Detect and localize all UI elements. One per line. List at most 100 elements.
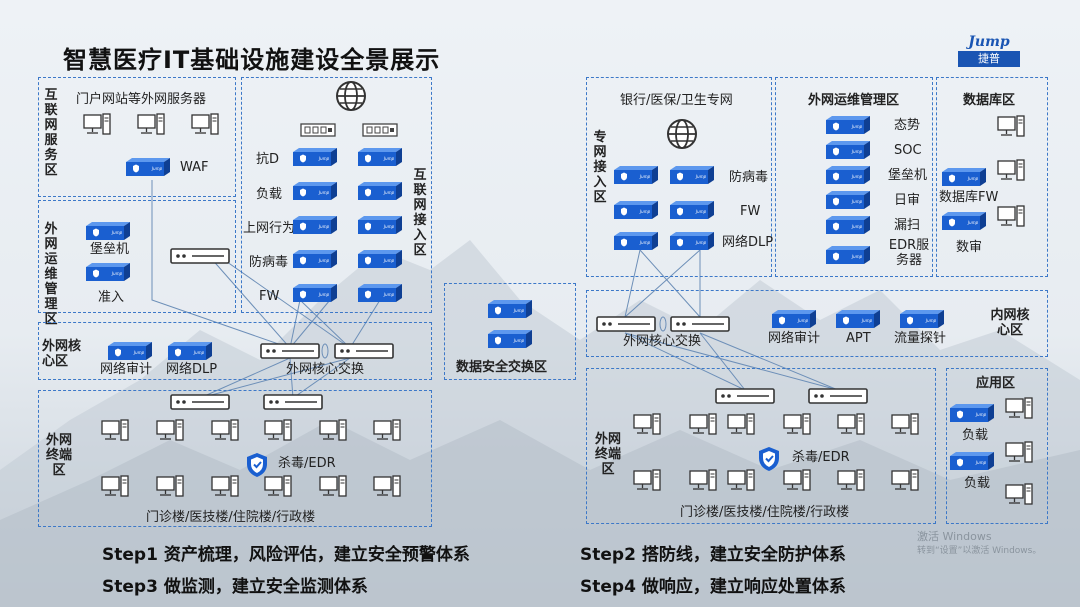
application-zone-label: 应用区 xyxy=(976,376,1016,391)
right-terminal-pc-icon xyxy=(726,412,756,442)
router-icon xyxy=(362,120,398,140)
right-buildings-label: 门诊楼/医技楼/住院楼/行政楼 xyxy=(680,505,850,520)
private-access-zone-label: 专网接入区 xyxy=(593,130,607,205)
watermark-line1: 激活 Windows xyxy=(917,530,992,543)
db-server-icon xyxy=(996,158,1026,188)
right-terminal-pc-icon xyxy=(890,412,920,442)
terminal-pc-icon xyxy=(210,474,240,504)
right-terminal-pc-icon xyxy=(632,468,662,498)
left-ops-zone xyxy=(38,200,236,313)
inner-core-switch-label: 外网核心交换 xyxy=(623,334,702,349)
windows-activation-watermark: 激活 Windows 转到“设置”以激活 Windows。 xyxy=(917,530,1041,558)
db-audit-appliance-icon xyxy=(942,212,986,230)
terminal-pc-icon xyxy=(155,418,185,448)
internet-service-zone xyxy=(38,77,236,197)
right-terminal-pc-icon xyxy=(688,468,718,498)
net-audit-label: 网络审计 xyxy=(100,362,153,377)
situation-appliance-icon xyxy=(826,116,870,134)
internet-globe-icon xyxy=(335,80,367,112)
right-terminal-pc-icon xyxy=(836,468,866,498)
inner-core-zone xyxy=(586,290,1048,357)
internet-service-zone-label: 互联网服务区 xyxy=(44,88,58,178)
firewall-label: FW xyxy=(259,289,280,304)
right-edr-shield-icon xyxy=(757,446,781,472)
edr-server-appliance-icon xyxy=(826,246,870,264)
logo-cn: 捷普 xyxy=(958,51,1020,67)
net-audit-appliance-icon xyxy=(108,342,152,360)
database-zone-label: 数据库区 xyxy=(963,93,1016,108)
private-fw-label: FW xyxy=(740,204,761,219)
nac-label: 准入 xyxy=(98,290,125,305)
apt-label: APT xyxy=(846,331,871,346)
anti-ddos-label: 抗D xyxy=(256,152,280,167)
db-fw-appliance-icon xyxy=(942,168,986,186)
left-ops-zone-label: 外网运维管理区 xyxy=(44,222,58,327)
bastion-appliance-icon xyxy=(826,166,870,184)
terminal-pc-icon xyxy=(372,418,402,448)
inner-core-switch-icon xyxy=(670,316,730,332)
right-edr-label: 杀毒/EDR xyxy=(792,450,850,465)
bastion-label: 堡垒机 xyxy=(888,168,928,183)
right-access-switch-icon xyxy=(715,388,775,404)
private-dlp-appliance-icon xyxy=(614,232,658,250)
step4-text: Step4 做响应，建立响应处置体系 xyxy=(580,577,846,597)
watermark-line2: 转到“设置”以激活 Windows。 xyxy=(917,546,1042,556)
step2-text: Step2 搭防线，建立安全防护体系 xyxy=(580,545,846,565)
firewall-appliance-icon xyxy=(358,284,402,302)
waf-label: WAF xyxy=(180,160,209,175)
behavior-mgmt-label: 上网行为 xyxy=(243,221,296,236)
terminal-pc-icon xyxy=(100,474,130,504)
terminal-pc-icon xyxy=(318,474,348,504)
apt-appliance-icon xyxy=(836,310,880,328)
anti-ddos-appliance-icon xyxy=(358,148,402,166)
portal-servers-label: 门户网站等外网服务器 xyxy=(76,92,207,107)
log-audit-label: 日审 xyxy=(894,193,921,208)
soc-appliance-icon xyxy=(826,141,870,159)
right-ops-zone-label: 外网运维管理区 xyxy=(808,93,900,108)
terminal-pc-icon xyxy=(100,418,130,448)
core-switch-label: 外网核心交换 xyxy=(286,362,365,377)
right-terminal-pc-icon xyxy=(688,412,718,442)
jump-logo: Jump 捷普 xyxy=(958,34,1020,67)
left-core-zone-label: 外网核心区 xyxy=(42,339,82,369)
core-switch-icon xyxy=(260,343,320,359)
antivirus-appliance-icon xyxy=(358,250,402,268)
db-fw-label: 数据库FW xyxy=(939,190,999,205)
nac-appliance-icon xyxy=(86,263,130,281)
edr-server-label: EDR服务器 xyxy=(888,238,930,268)
right-terminal-pc-icon xyxy=(632,412,662,442)
terminal-pc-icon xyxy=(155,474,185,504)
private-dlp-label: 网络DLP xyxy=(722,235,774,250)
load-balance-appliance-icon xyxy=(293,182,337,200)
terminal-pc-icon xyxy=(318,418,348,448)
behavior-appliance-icon xyxy=(358,216,402,234)
app-server-icon xyxy=(1004,482,1034,512)
page-title: 智慧医疗IT基础设施建设全景展示 xyxy=(63,46,441,74)
private-fw-appliance-icon xyxy=(670,201,714,219)
app-load-label: 负载 xyxy=(962,428,989,443)
right-terminal-pc-icon xyxy=(726,468,756,498)
right-terminal-pc-icon xyxy=(836,412,866,442)
antivirus-label: 防病毒 xyxy=(249,255,289,270)
net-dlp-appliance-icon xyxy=(168,342,212,360)
bastion-appliance-icon xyxy=(86,222,130,240)
left-terminal-zone xyxy=(38,390,432,527)
exchange-appliance-icon xyxy=(488,300,532,318)
logo-en: Jump xyxy=(968,34,1010,50)
private-dlp-appliance-icon xyxy=(670,232,714,250)
server-pc-icon xyxy=(190,112,220,142)
core-switch-icon xyxy=(334,343,394,359)
right-access-switch-icon xyxy=(808,388,868,404)
app-load-appliance-icon xyxy=(950,452,994,470)
inner-net-audit-label: 网络审计 xyxy=(768,331,821,346)
inner-net-audit-appliance-icon xyxy=(772,310,816,328)
step3-text: Step3 做监测，建立安全监测体系 xyxy=(102,577,368,597)
right-ops-zone xyxy=(775,77,933,277)
load-balance-appliance-icon xyxy=(358,182,402,200)
private-antivirus-appliance-icon xyxy=(670,166,714,184)
firewall-appliance-icon xyxy=(293,284,337,302)
left-terminal-zone-label: 外网终端区 xyxy=(45,433,72,478)
app-load-label: 负载 xyxy=(964,476,991,491)
